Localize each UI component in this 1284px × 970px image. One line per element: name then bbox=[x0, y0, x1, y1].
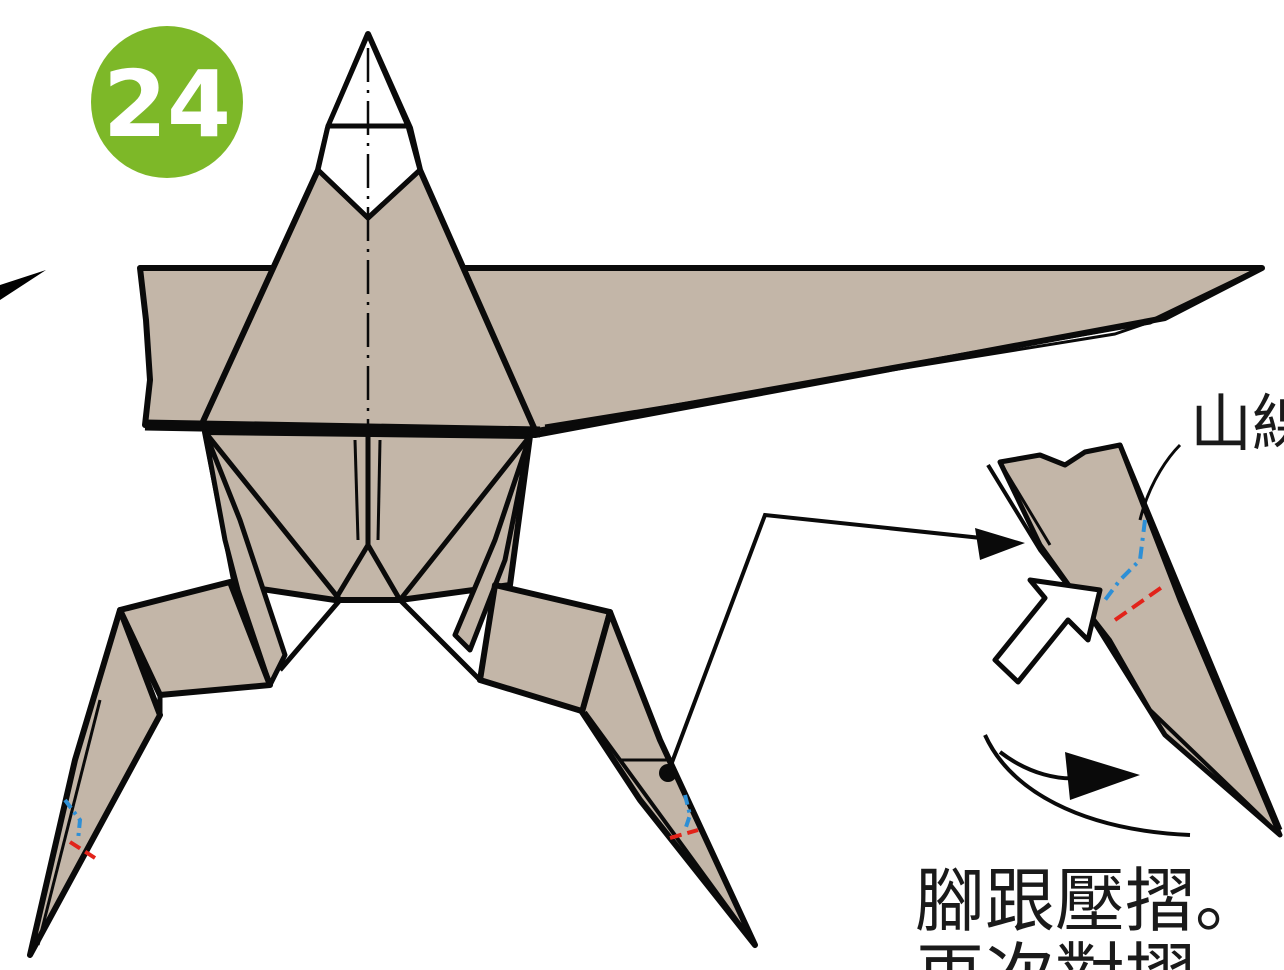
dinosaur-figure bbox=[27, 31, 1265, 958]
rotate-arrow-icon bbox=[983, 734, 1191, 837]
left-leg-lower bbox=[27, 607, 163, 958]
callout bbox=[659, 512, 1025, 782]
push-arrow-icon bbox=[992, 577, 1103, 685]
right-thigh-fold bbox=[397, 434, 532, 682]
detail-fold-lines bbox=[1103, 519, 1167, 622]
hip-line-b bbox=[376, 439, 382, 541]
step-number: 24 bbox=[103, 51, 231, 158]
left-valley-fold-line bbox=[68, 840, 97, 860]
mountain-fold-label: 山線 bbox=[1190, 387, 1284, 460]
detail-valley-fold-line bbox=[1113, 583, 1167, 622]
left-shin-inner bbox=[36, 699, 102, 946]
detail-mountain-fold-line bbox=[1103, 519, 1147, 602]
left-thigh-fold bbox=[203, 430, 343, 672]
left-shin-edge bbox=[117, 608, 163, 715]
right-thigh bbox=[452, 433, 533, 653]
right-mountain-fold-line bbox=[683, 794, 693, 831]
partial-arrow-shape bbox=[0, 270, 46, 300]
detail-foot-edge bbox=[986, 463, 1282, 837]
right-valley-fold-line bbox=[669, 828, 699, 840]
detail-foot-right-edge bbox=[1117, 444, 1283, 831]
step-badge-circle bbox=[91, 26, 243, 178]
tail-inner-edge bbox=[544, 320, 1151, 428]
detail-foot-inner bbox=[998, 461, 1052, 546]
step-badge: 24 bbox=[91, 26, 243, 178]
hip-center-left bbox=[332, 543, 371, 602]
cut-off-text: 再次對摺 bbox=[915, 935, 1195, 970]
left-mountain-fold-line bbox=[63, 798, 83, 841]
hip-line-a bbox=[353, 439, 360, 541]
waist-line bbox=[144, 419, 541, 438]
foot-fold-lines bbox=[63, 794, 699, 860]
instruction-text: 腳跟壓摺。 bbox=[915, 860, 1265, 942]
label-pointer bbox=[1138, 443, 1182, 521]
callout-line bbox=[666, 512, 1001, 774]
arrow-icon bbox=[975, 528, 1025, 560]
right-shin-edge bbox=[583, 710, 757, 947]
